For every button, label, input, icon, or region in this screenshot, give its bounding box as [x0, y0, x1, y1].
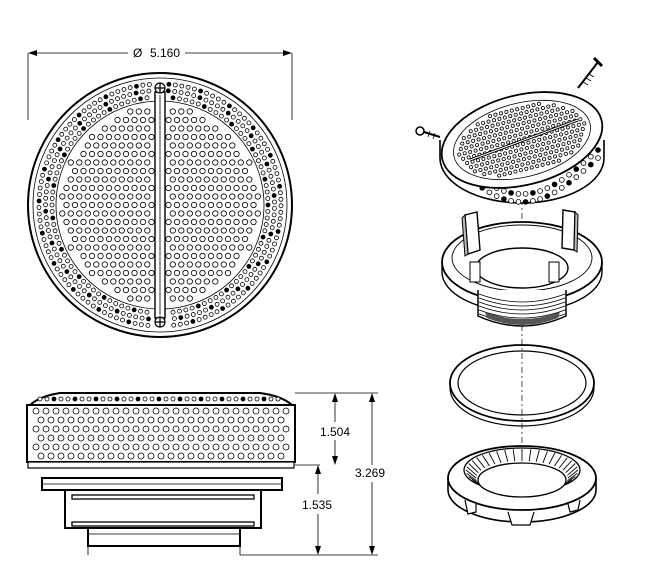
diameter-value: 5.160 [150, 46, 180, 60]
exploded-threaded-nut [447, 445, 597, 526]
diameter-symbol: Ø [133, 46, 142, 60]
cover-dome [29, 392, 293, 406]
side-view-assembly: 1.504 1.535 3.269 [26, 392, 385, 556]
exploded-cover-grate [439, 91, 605, 205]
body-base [87, 527, 241, 547]
cover-side-holes [32, 396, 290, 460]
exploded-view [415, 56, 605, 526]
exploded-gasket-ring [449, 344, 595, 427]
top-view-grate: Ø 5.160 [27, 46, 293, 338]
body-height-value: 1.535 [302, 498, 332, 512]
screw-bottom [154, 316, 166, 328]
grate-outer-rim [27, 72, 293, 338]
screw-top [154, 82, 166, 94]
overall-height-dimension: 3.269 [355, 393, 385, 555]
grate-holes [36, 81, 284, 328]
exploded-screw-left [415, 126, 441, 140]
exploded-collar-frame [441, 209, 603, 327]
diameter-dimension: Ø 5.160 [27, 46, 293, 120]
cover-height-value: 1.504 [320, 425, 350, 439]
overall-height-value: 3.269 [355, 466, 385, 480]
body-height-dimension: 1.535 [302, 465, 332, 555]
cover-height-dimension: 1.504 [320, 393, 350, 465]
exploded-screw-right [577, 56, 604, 89]
